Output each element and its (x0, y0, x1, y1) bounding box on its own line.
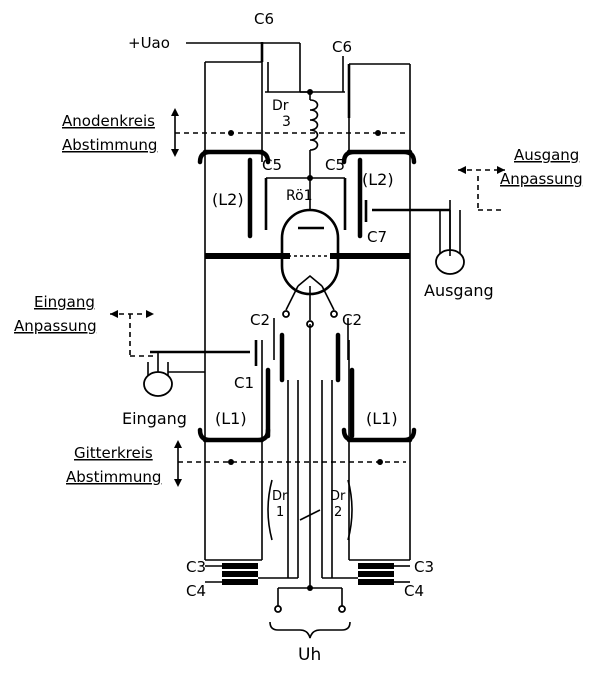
abstimmung-bottom-label: Abstimmung (66, 468, 161, 486)
ausgang-label: Ausgang (424, 281, 494, 300)
uh-label: Uh (298, 645, 321, 665)
dr2-choke (347, 479, 353, 541)
c6-top-capacitor (260, 42, 269, 92)
eingang-anp-label: Eingang (34, 293, 95, 311)
anpassung-left-label: Anpassung (14, 317, 97, 335)
c3-c4-left (205, 563, 298, 585)
tube-roe1 (280, 208, 340, 296)
l1-right-plate (341, 427, 417, 443)
l1-left-plate (197, 427, 271, 443)
heater-leads (287, 324, 333, 588)
dr1-label-a: Dr (272, 489, 288, 504)
c5-left-label: C5 (262, 156, 282, 174)
grid-tuning-marker (174, 440, 406, 487)
ausgang-anp-label: Ausgang (514, 146, 579, 164)
c7-label: C7 (367, 228, 387, 246)
anpassung-right-label: Anpassung (500, 170, 583, 188)
anode-tuning-marker (171, 108, 406, 157)
c4-right-label: C4 (404, 582, 424, 600)
dr2-label-b: 2 (334, 505, 342, 520)
anodenkreis-label: Anodenkreis (62, 112, 155, 130)
c5-capacitors (264, 175, 347, 230)
grid-inner-conductors (265, 332, 355, 439)
c2-right-label: C2 (342, 311, 362, 329)
c2-capacitors (273, 285, 349, 360)
c3-left-label: C3 (186, 558, 206, 576)
eingang-label: Eingang (122, 409, 187, 428)
uh-terminals (269, 585, 351, 639)
anode-inner-conductors (205, 157, 410, 259)
dr3-label-a: Dr (272, 98, 289, 114)
output-coupling (364, 200, 465, 275)
l1-right-label: (L1) (366, 409, 398, 428)
l1-left-label: (L1) (215, 409, 247, 428)
grid-line-right (348, 256, 411, 561)
l2-right-label: (L2) (362, 170, 394, 189)
l2-left-label: (L2) (212, 190, 244, 209)
supply-wiring (186, 42, 345, 93)
input-coupling (143, 340, 258, 397)
c1-label: C1 (234, 374, 254, 392)
dr1-label-b: 1 (276, 505, 284, 520)
gitterkreis-label: Gitterkreis (74, 444, 153, 462)
output-adjust-arrow (458, 166, 505, 211)
c6-top-label: C6 (254, 10, 274, 28)
l2-left-plate (197, 149, 271, 165)
c3-right-label: C3 (414, 558, 434, 576)
l2-right-plate (341, 149, 417, 165)
dr1-choke (267, 479, 273, 541)
dr3-label-b: 3 (282, 114, 291, 130)
c6-right-capacitor (342, 56, 351, 118)
anode-line-right (348, 63, 411, 256)
roehre-label: Rö1 (286, 188, 313, 204)
anode-line-left (204, 61, 263, 256)
c4-left-label: C4 (186, 582, 206, 600)
grid-line-left (204, 256, 263, 561)
input-adjust-arrow (110, 310, 154, 357)
c6-right-label: C6 (332, 38, 352, 56)
abstimmung-top-label: Abstimmung (62, 136, 157, 154)
supply-label: +Uao (128, 34, 170, 52)
dr2-label-a: Dr (330, 489, 346, 504)
c5-right-label: C5 (325, 156, 345, 174)
c2-left-label: C2 (250, 311, 270, 329)
dr3-choke (307, 89, 319, 178)
c3-c4-right (322, 563, 410, 585)
